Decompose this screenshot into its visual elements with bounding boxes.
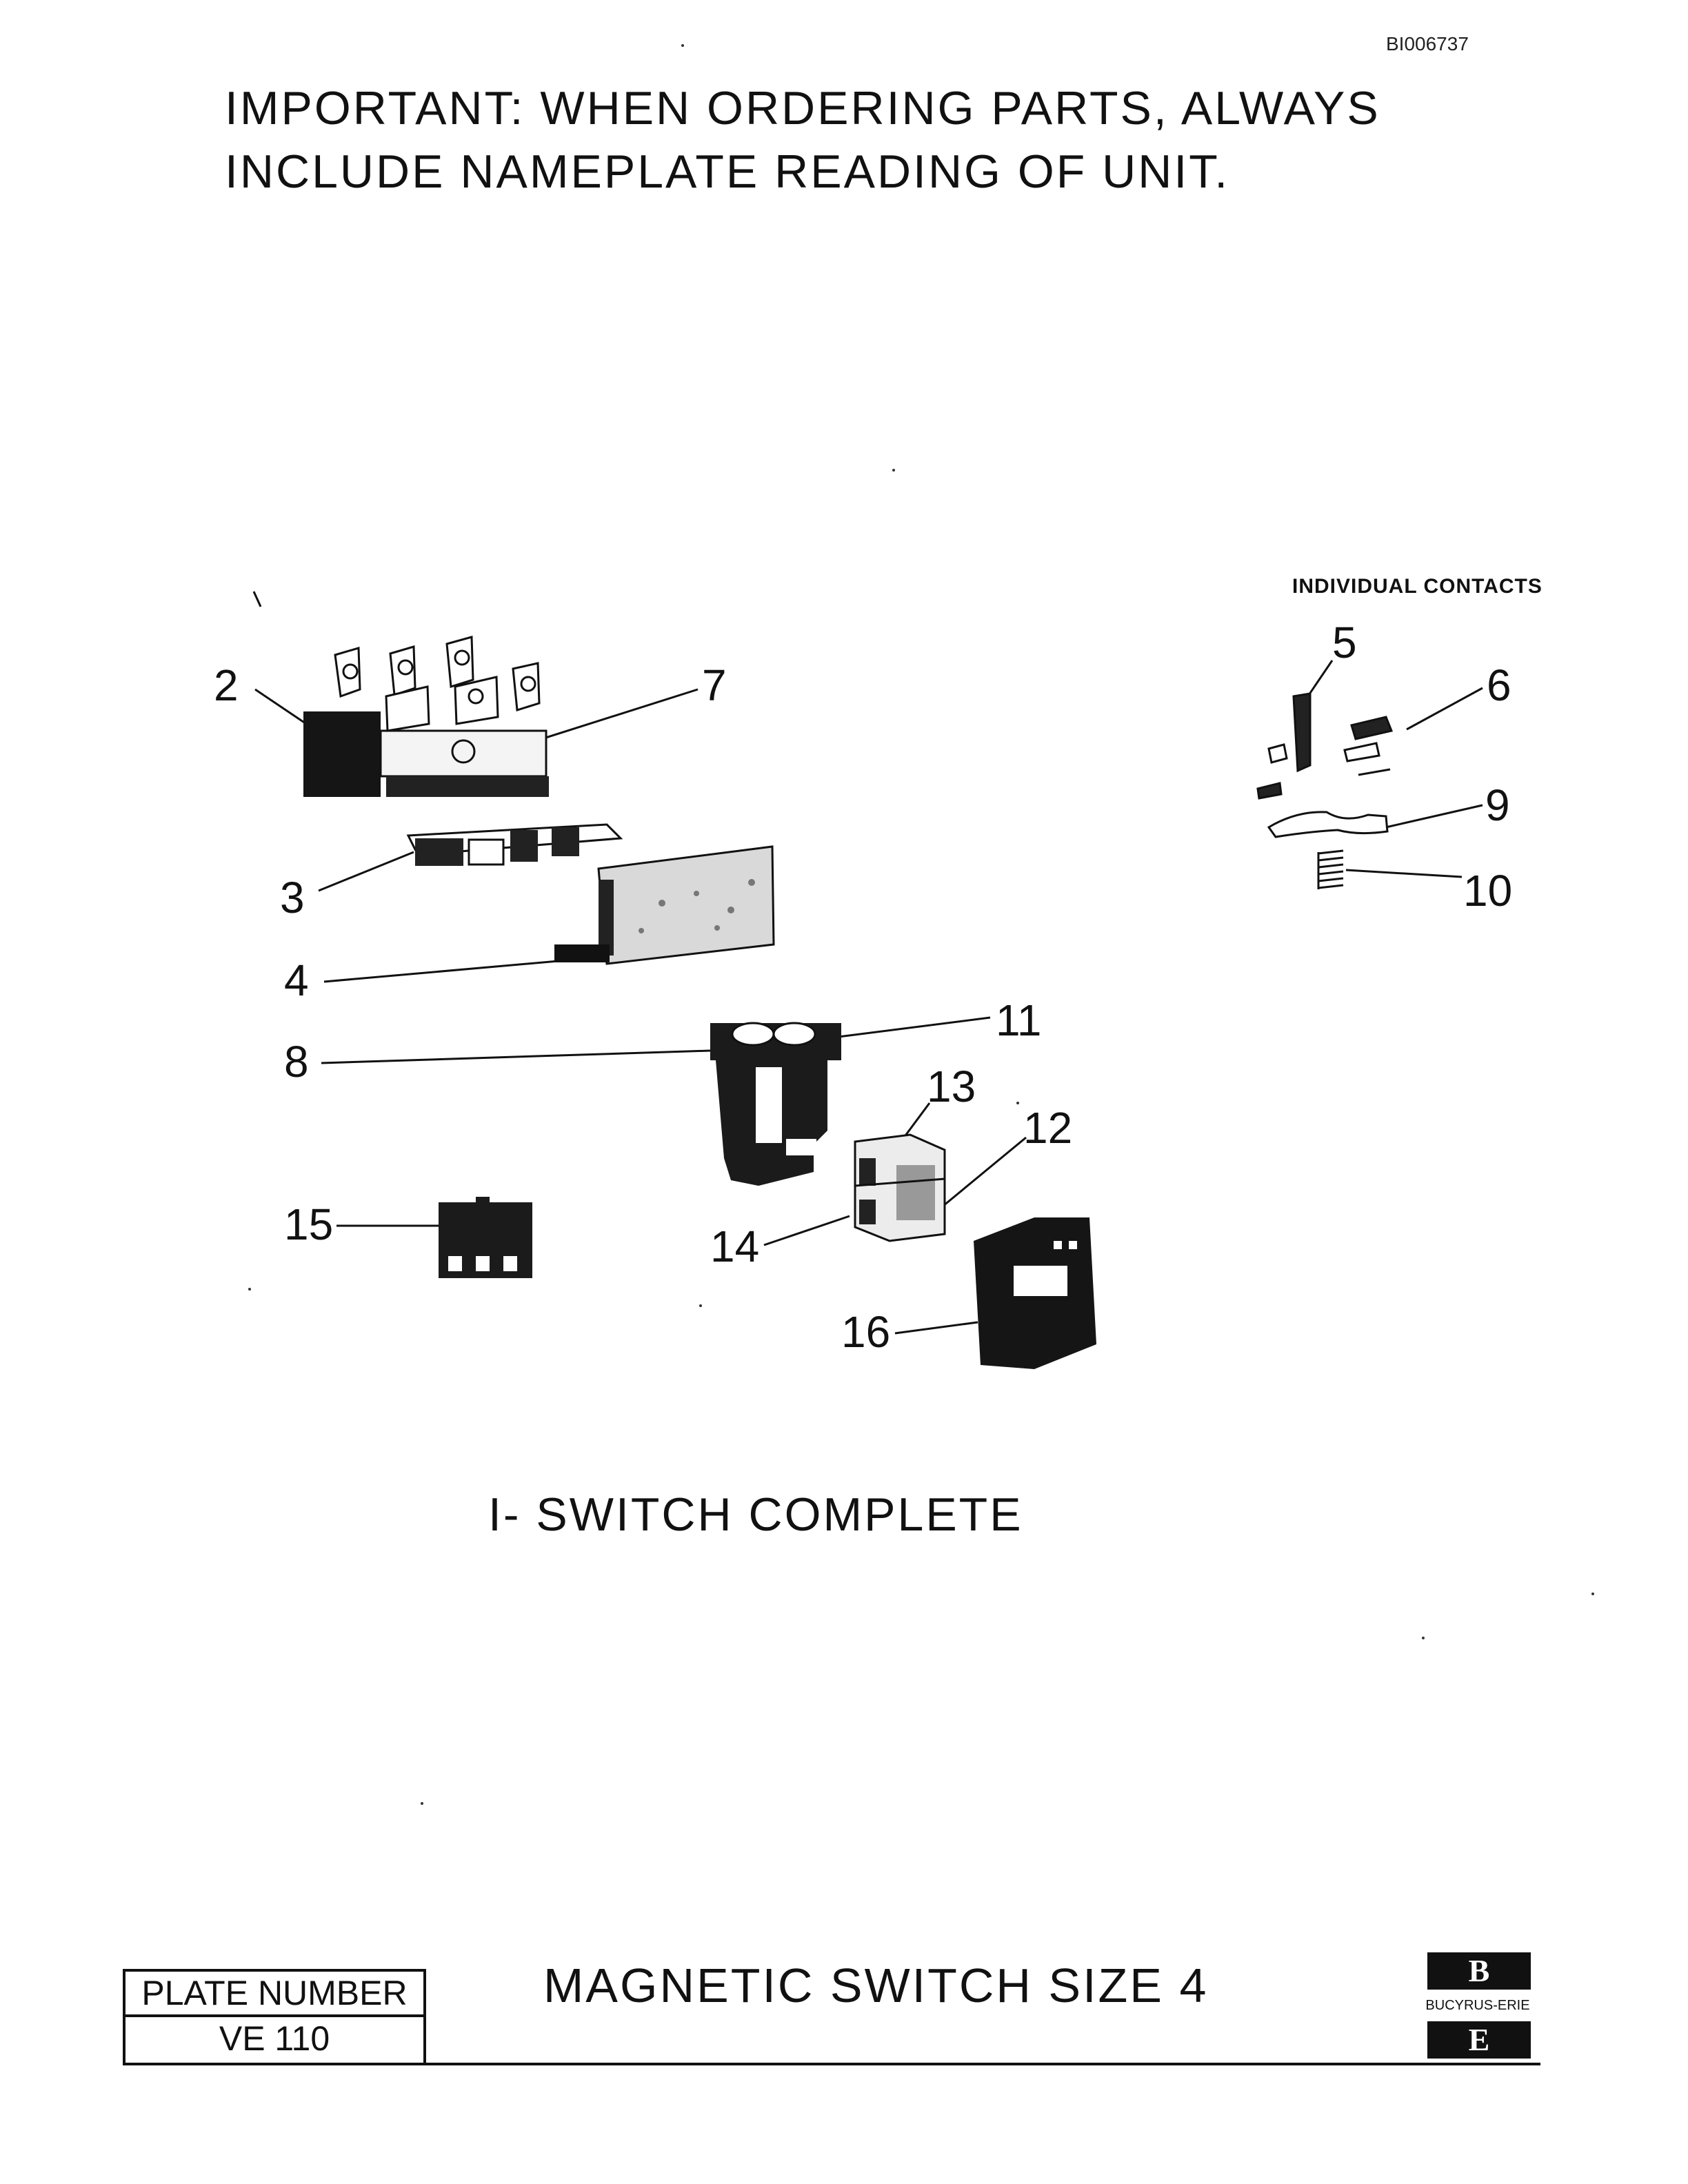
leader-16 xyxy=(894,1321,978,1335)
plate-number-label: PLATE NUMBER xyxy=(125,1972,423,2017)
base-block-illustration xyxy=(554,845,775,965)
callout-6: 6 xyxy=(1487,660,1511,710)
spring-illustration xyxy=(1317,849,1344,889)
logo-company-name: BUCYRUS-ERIE xyxy=(1425,1998,1530,2013)
figure-caption: I- SWITCH COMPLETE xyxy=(488,1488,1023,1541)
callout-9: 9 xyxy=(1485,780,1510,830)
callout-14: 14 xyxy=(710,1222,760,1271)
leader-12 xyxy=(938,1136,1027,1211)
leader-9 xyxy=(1385,804,1483,829)
callout-10: 10 xyxy=(1463,866,1513,916)
callout-12: 12 xyxy=(1023,1103,1073,1153)
leader-lines xyxy=(252,591,1483,1335)
logo-letter-e: E xyxy=(1427,2021,1531,2059)
small-block-illustration xyxy=(439,1197,532,1278)
plate-number-box: PLATE NUMBER VE 110 xyxy=(123,1969,426,2065)
notice-line-1: IMPORTANT: WHEN ORDERING PARTS, ALWAYS xyxy=(225,82,1380,134)
document-id: BI006737 xyxy=(1386,33,1469,54)
callout-8: 8 xyxy=(284,1037,309,1086)
title-block-rule xyxy=(123,2063,1540,2065)
callout-13: 13 xyxy=(927,1062,976,1111)
callout-11: 11 xyxy=(996,995,1042,1045)
leader-11 xyxy=(827,1016,991,1040)
leader-8 xyxy=(321,1049,711,1064)
individual-contacts-illustration xyxy=(1256,692,1394,889)
callout-4: 4 xyxy=(284,956,309,1005)
magnet-frame-illustration xyxy=(710,1022,841,1186)
bucyrus-erie-logo: B BUCYRUS-ERIE E xyxy=(1415,1952,1540,2065)
callout-3: 3 xyxy=(280,873,305,922)
coil-illustration xyxy=(974,1217,1096,1369)
leader-10 xyxy=(1345,869,1463,878)
plate-number-value: VE 110 xyxy=(219,2019,330,2058)
leader-7 xyxy=(523,688,699,746)
leader-6 xyxy=(1406,687,1483,731)
contact-carrier-illustration xyxy=(406,823,623,866)
callout-2: 2 xyxy=(214,660,239,710)
leader-4 xyxy=(323,960,559,983)
leader-14 xyxy=(763,1215,850,1246)
callout-15: 15 xyxy=(284,1200,334,1249)
logo-letter-b: B xyxy=(1427,1952,1531,1990)
overload-relay-illustration xyxy=(854,1133,946,1242)
contact-block-illustration xyxy=(303,636,549,797)
drawing-title: MAGNETIC SWITCH SIZE 4 xyxy=(543,1959,1209,2012)
individual-contacts-label: INDIVIDUAL CONTACTS xyxy=(1292,575,1543,598)
leader-3 xyxy=(318,851,414,892)
callout-5: 5 xyxy=(1332,618,1357,667)
callout-7: 7 xyxy=(702,660,727,710)
callout-16: 16 xyxy=(841,1307,891,1357)
notice-line-2: INCLUDE NAMEPLATE READING OF UNIT. xyxy=(225,145,1230,198)
